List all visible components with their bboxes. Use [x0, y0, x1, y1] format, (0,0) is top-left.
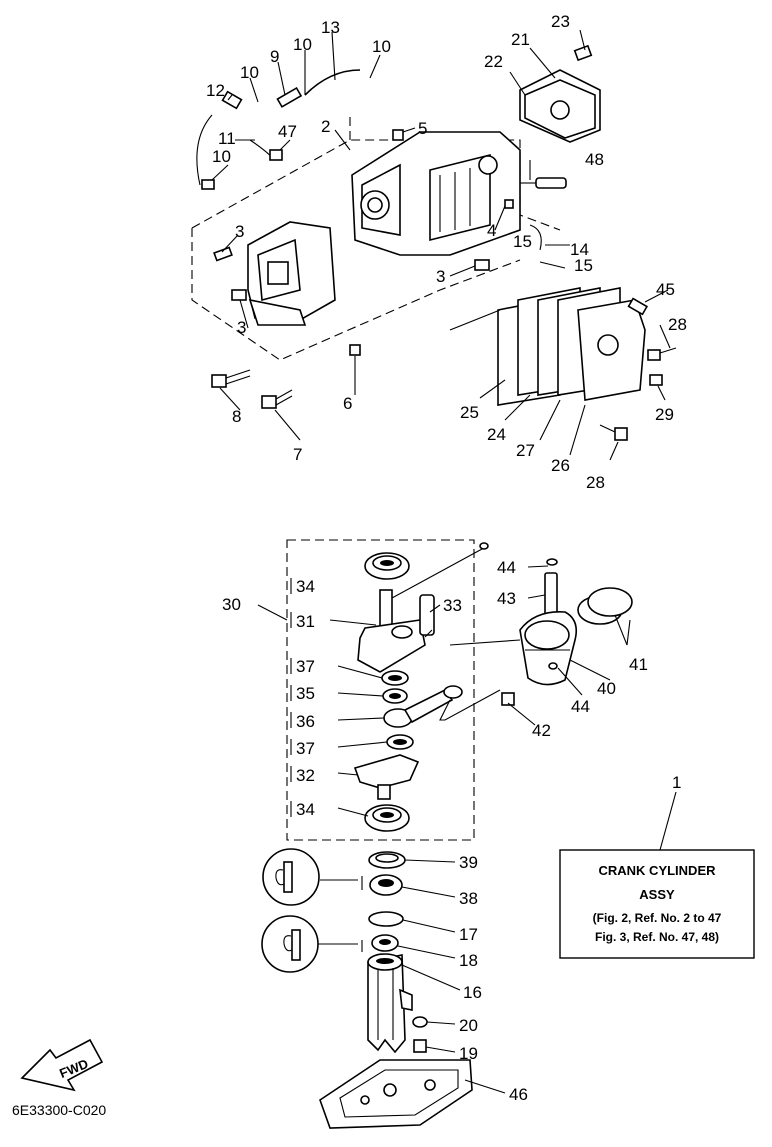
bearing-35-part [382, 688, 408, 704]
bearing-38-part [369, 874, 403, 896]
callout-label: 6 [343, 394, 352, 413]
callout-label: 26 [551, 456, 570, 475]
base-gasket-46-part [319, 1059, 473, 1129]
crankshaft-lower-part [353, 754, 420, 800]
spark-plug-part [520, 177, 567, 189]
seal-detail-upper [262, 848, 320, 906]
callout-label: 10 [293, 35, 312, 54]
callout-label: 16 [463, 983, 482, 1002]
assy-box-line2: ASSY [639, 887, 675, 902]
callout-label: 19 [459, 1044, 478, 1063]
callout-label: 23 [551, 12, 570, 31]
assy-box-line3: (Fig. 2, Ref. No. 2 to 47 [593, 911, 722, 925]
callout-label: 3 [237, 318, 246, 337]
callout-label: 34 [296, 577, 315, 596]
callout-label: 41 [629, 655, 648, 674]
callout-label: 27 [516, 441, 535, 460]
callout-label: 34 [296, 800, 315, 819]
callout-label: 29 [655, 405, 674, 424]
bearing-34b-part [364, 804, 410, 832]
housing-16-part [367, 953, 413, 1054]
callout-label: 3 [235, 222, 244, 241]
diagram-code: 6E33300-C020 [12, 1102, 106, 1118]
bolt-8-part [211, 369, 251, 388]
callout-label: 24 [487, 425, 506, 444]
callout-labels: 23 21 22 13 10 10 9 10 12 11 47 10 2 5 4… [206, 12, 687, 1104]
callout-label: 3 [436, 267, 445, 286]
bolt-7-part [261, 389, 293, 409]
callout-label: 8 [232, 407, 241, 426]
crankshaft-upper-part [357, 589, 426, 673]
callout-label: 44 [497, 558, 516, 577]
callout-label: 46 [509, 1085, 528, 1104]
bolt-28-part [647, 347, 677, 361]
callout-label: 18 [459, 951, 478, 970]
callout-label: 25 [460, 403, 479, 422]
callout-label: 43 [497, 589, 516, 608]
callout-label: 48 [585, 150, 604, 169]
callout-label: 20 [459, 1016, 478, 1035]
callout-label: 30 [222, 595, 241, 614]
bearing-37a-part [381, 670, 409, 686]
callout-label: 10 [240, 63, 259, 82]
callout-label: 37 [296, 657, 315, 676]
oil-seal-18-part [371, 934, 399, 952]
plug-23-part [573, 44, 593, 62]
crankcase-part [247, 221, 336, 326]
callout-label: 12 [206, 81, 225, 100]
piston-rings-part [577, 587, 633, 625]
callout-label: 44 [571, 697, 590, 716]
callout-label: 38 [459, 889, 478, 908]
callout-label: 39 [459, 853, 478, 872]
callout-label: 47 [278, 122, 297, 141]
cover-plate-part [519, 69, 601, 143]
bolt-28b-part [599, 424, 628, 441]
callout-label: 36 [296, 712, 315, 731]
callout-label: 35 [296, 684, 315, 703]
callout-label: 15 [574, 256, 593, 275]
callout-label: 28 [586, 473, 605, 492]
assy-box-line1: CRANK CYLINDER [599, 863, 717, 878]
callout-label: 31 [296, 612, 315, 631]
callout-label: 32 [296, 766, 315, 785]
callout-label: 1 [672, 773, 681, 792]
callout-label: 13 [321, 18, 340, 37]
callout-label: 37 [296, 739, 315, 758]
callout-label: 40 [597, 679, 616, 698]
callout-label: 7 [293, 445, 302, 464]
callout-label: 2 [321, 117, 330, 136]
callout-label: 5 [418, 119, 427, 138]
crankshaft-assy-outline [286, 539, 475, 841]
bearing-37b-part [386, 734, 414, 750]
assy-box [559, 849, 755, 959]
callout-label: 11 [218, 129, 236, 148]
callout-label: 45 [656, 280, 675, 299]
callout-label: 10 [212, 147, 231, 166]
oil-seal-39-part [368, 851, 406, 869]
callout-label: 10 [372, 37, 391, 56]
bearing-34a-part [364, 552, 410, 580]
callout-label: 33 [443, 596, 462, 615]
piston-part [519, 611, 578, 686]
callout-label: 9 [270, 47, 279, 66]
assy-box-line4: Fig. 3, Ref. No. 47, 48) [595, 930, 719, 944]
fwd-arrow-icon [20, 1038, 104, 1092]
callout-label: 22 [484, 52, 503, 71]
callout-label: 4 [487, 221, 496, 240]
callout-label: 14 [570, 240, 589, 259]
cylinder-block-part [351, 131, 521, 256]
callout-label: 17 [459, 925, 478, 944]
gasket-stack-part [497, 287, 646, 406]
callout-label: 15 [513, 232, 532, 251]
connecting-rod-part [383, 685, 463, 728]
callout-label: 42 [532, 721, 551, 740]
seal-detail-lower [261, 915, 319, 973]
callout-label: 21 [511, 30, 530, 49]
callout-label: 28 [668, 315, 687, 334]
